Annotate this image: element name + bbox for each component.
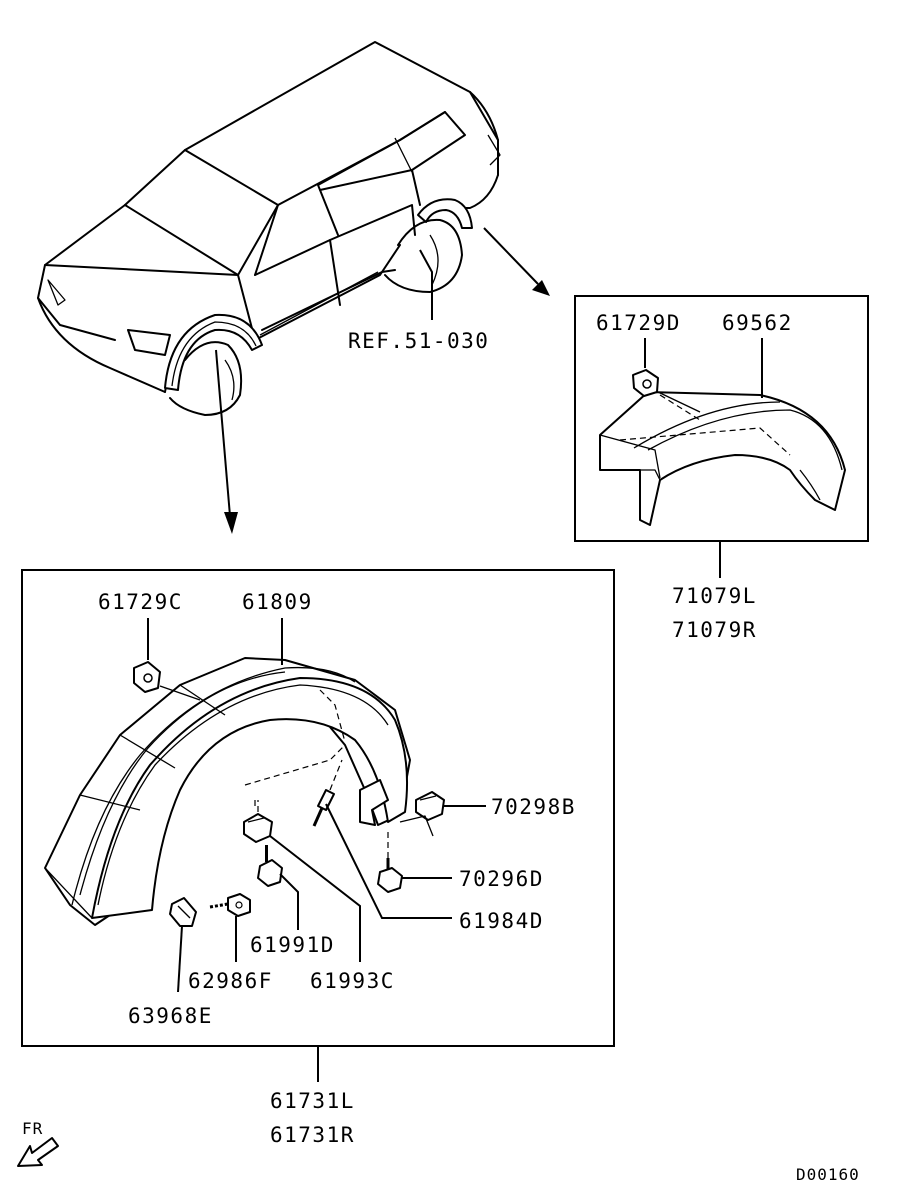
- label-70298b: 70298B: [491, 795, 576, 819]
- rivet-61984d-icon: [312, 759, 343, 827]
- rear-detail-box: [574, 295, 869, 542]
- front-direction-indicator: FR: [17, 1119, 59, 1167]
- label-71079r: 71079R: [672, 618, 757, 642]
- nut-70298b-icon: [415, 791, 445, 821]
- label-61809: 61809: [242, 590, 313, 614]
- ref-leader: [419, 249, 433, 320]
- fr-arrow-icon: [17, 1137, 59, 1167]
- label-71079l: 71079L: [672, 584, 757, 608]
- clip-61729d-icon: [632, 369, 659, 397]
- leader-61984d: [325, 803, 452, 919]
- label-70296d: 70296D: [459, 867, 544, 891]
- rear-flare-part: [599, 391, 846, 526]
- label-63968e: 63968E: [128, 1004, 213, 1028]
- label-61984d: 61984D: [459, 909, 544, 933]
- bolt-70296d-icon: [377, 832, 403, 893]
- front-flare-part: [44, 657, 411, 926]
- label-61731l: 61731L: [270, 1089, 355, 1113]
- leader-61991d: [279, 873, 299, 930]
- label-61729c: 61729C: [98, 590, 183, 614]
- clip-61729c-icon: [133, 661, 161, 693]
- ref-label: REF.51-030: [348, 329, 489, 353]
- nut-61993c-icon: [243, 800, 273, 843]
- arrow-to-front-detail: [215, 349, 238, 534]
- vehicle-illustration: [37, 41, 501, 416]
- label-69562: 69562: [722, 311, 793, 335]
- leader-63968e: [177, 925, 183, 993]
- label-62986f: 62986F: [188, 969, 273, 993]
- label-61991d: 61991D: [250, 933, 335, 957]
- screw-61991d-icon: [257, 845, 283, 887]
- label-61729d: 61729D: [596, 311, 681, 335]
- label-61731r: 61731R: [270, 1123, 355, 1147]
- fr-label: FR: [22, 1119, 43, 1138]
- label-61993c: 61993C: [310, 969, 395, 993]
- screw-62986f-icon: [209, 893, 251, 917]
- arrow-to-rear-detail: [483, 227, 550, 296]
- clip-63968e-icon: [169, 897, 197, 927]
- leader-61993c: [269, 835, 361, 962]
- diagram-code: D00160: [796, 1165, 860, 1184]
